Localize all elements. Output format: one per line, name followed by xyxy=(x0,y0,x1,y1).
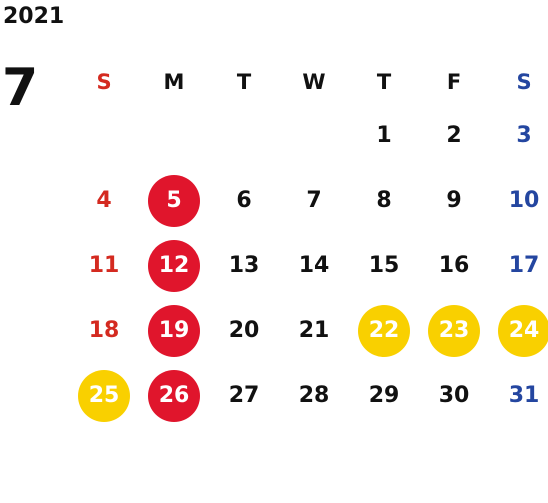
weekday-wednesday: W xyxy=(302,69,326,94)
calendar-week-row: 18 19 20 21 22 23 24 xyxy=(69,298,548,363)
calendar-week-row: 25 26 27 28 29 30 31 xyxy=(69,363,548,428)
calendar-year: 2021 xyxy=(3,4,65,29)
day-number: 25 xyxy=(88,383,120,408)
day-number: 19 xyxy=(158,318,190,343)
calendar-day[interactable]: 19 xyxy=(139,298,209,363)
calendar-day[interactable]: 4 xyxy=(69,168,139,233)
day-number: 3 xyxy=(516,123,532,148)
calendar-day[interactable]: 3 xyxy=(489,103,548,168)
calendar-day[interactable]: 2 xyxy=(419,103,489,168)
day-number: 9 xyxy=(446,188,462,213)
day-number: 30 xyxy=(438,383,470,408)
calendar-day-empty xyxy=(209,103,279,168)
calendar-day[interactable]: 10 xyxy=(489,168,548,233)
day-number: 11 xyxy=(88,253,120,278)
calendar-day[interactable]: 1 xyxy=(349,103,419,168)
day-number: 5 xyxy=(166,188,182,213)
day-number: 20 xyxy=(228,318,260,343)
day-number: 2 xyxy=(446,123,462,148)
calendar-week-row: 4 5 6 7 8 9 10 xyxy=(69,168,548,233)
calendar-day[interactable]: 6 xyxy=(209,168,279,233)
day-number: 29 xyxy=(368,383,400,408)
day-number: 1 xyxy=(376,123,392,148)
calendar-day[interactable]: 9 xyxy=(419,168,489,233)
weekday-friday: F xyxy=(446,69,462,94)
day-number: 4 xyxy=(96,188,112,213)
calendar-day[interactable]: 22 xyxy=(349,298,419,363)
day-number: 16 xyxy=(438,253,470,278)
day-number: 6 xyxy=(236,188,252,213)
calendar-week-row: 11 12 13 14 15 16 17 xyxy=(69,233,548,298)
calendar-day[interactable]: 13 xyxy=(209,233,279,298)
calendar-day[interactable]: 20 xyxy=(209,298,279,363)
calendar-day[interactable]: 14 xyxy=(279,233,349,298)
calendar-day[interactable]: 25 xyxy=(69,363,139,428)
weekday-tuesday: T xyxy=(236,69,252,94)
weekday-sunday: S xyxy=(96,69,112,94)
calendar-day[interactable]: 5 xyxy=(139,168,209,233)
day-number: 22 xyxy=(368,318,400,343)
day-number: 17 xyxy=(508,253,540,278)
calendar-day[interactable]: 27 xyxy=(209,363,279,428)
day-number: 24 xyxy=(508,318,540,343)
calendar-day[interactable]: 12 xyxy=(139,233,209,298)
calendar-day[interactable]: 7 xyxy=(279,168,349,233)
calendar-day[interactable]: 21 xyxy=(279,298,349,363)
calendar-day[interactable]: 16 xyxy=(419,233,489,298)
day-number: 26 xyxy=(158,383,190,408)
day-number: 10 xyxy=(508,188,540,213)
weekday-saturday: S xyxy=(516,69,532,94)
day-number: 7 xyxy=(306,188,322,213)
weekday-monday: M xyxy=(163,69,185,94)
day-number: 14 xyxy=(298,253,330,278)
day-number: 31 xyxy=(508,383,540,408)
calendar-month: 7 xyxy=(2,58,39,118)
day-number: 28 xyxy=(298,383,330,408)
calendar-day[interactable]: 17 xyxy=(489,233,548,298)
day-number: 12 xyxy=(158,253,190,278)
calendar-day[interactable]: 15 xyxy=(349,233,419,298)
calendar-day-empty xyxy=(279,103,349,168)
calendar-week-row: 1 2 3 xyxy=(69,103,548,168)
day-number: 21 xyxy=(298,318,330,343)
calendar-day[interactable]: 31 xyxy=(489,363,548,428)
weekday-header: S M T W T F S xyxy=(69,60,548,103)
calendar-day[interactable]: 24 xyxy=(489,298,548,363)
calendar-day[interactable]: 29 xyxy=(349,363,419,428)
calendar-day[interactable]: 30 xyxy=(419,363,489,428)
day-number: 18 xyxy=(88,318,120,343)
weekday-thursday: T xyxy=(376,69,392,94)
calendar-day[interactable]: 28 xyxy=(279,363,349,428)
calendar-day[interactable]: 26 xyxy=(139,363,209,428)
calendar-day-empty xyxy=(139,103,209,168)
day-number: 15 xyxy=(368,253,400,278)
day-number: 23 xyxy=(438,318,470,343)
day-number: 13 xyxy=(228,253,260,278)
calendar-day-empty xyxy=(69,103,139,168)
day-number: 27 xyxy=(228,383,260,408)
calendar-day[interactable]: 11 xyxy=(69,233,139,298)
calendar-day[interactable]: 18 xyxy=(69,298,139,363)
calendar-day[interactable]: 8 xyxy=(349,168,419,233)
day-number: 8 xyxy=(376,188,392,213)
calendar-day[interactable]: 23 xyxy=(419,298,489,363)
